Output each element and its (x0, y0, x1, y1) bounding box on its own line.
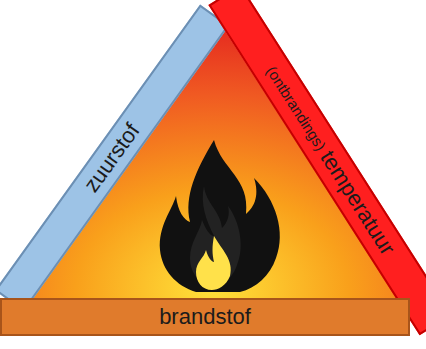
band-label: brandstof (159, 304, 251, 330)
fuel-band: brandstof (0, 298, 410, 336)
flame-symbol (160, 140, 280, 292)
